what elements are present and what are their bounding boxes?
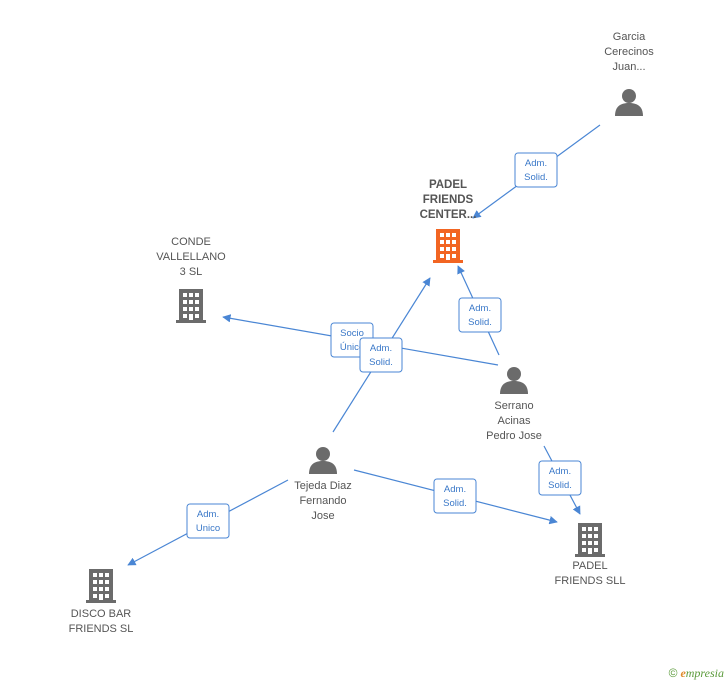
nodes-layer: PADEL FRIENDS CENTER... GarciaCerecinosJuan…: [69, 31, 655, 635]
node-label: Fernando: [299, 495, 346, 507]
relation-badge[interactable]: [514, 152, 558, 188]
relation-badge[interactable]: [433, 478, 477, 514]
node-label: FRIENDS: [423, 194, 474, 206]
edge-tejeda-to-padel-sll: Adm. Solid.: [353, 469, 558, 525]
relation-badge-text: Solid.: [548, 480, 572, 491]
node-label: Juan...: [612, 61, 645, 73]
node-label: CONDE: [171, 236, 211, 248]
node-conde[interactable]: CONDE VALLELLANO 3 SL: [156, 236, 226, 323]
relation-badge-text: Unico: [196, 523, 220, 534]
edge-serrano-to-padel-center: Adm. Solid.: [457, 265, 502, 356]
relation-badge-text: Adm.: [370, 343, 392, 354]
node-label: PADEL: [429, 179, 467, 191]
relation-badge-text: Socio: [340, 328, 364, 339]
node-label: FRIENDS SL: [69, 623, 134, 635]
node-label: PADEL: [572, 560, 607, 572]
edge-tejeda-to-disco: Adm. Unico: [127, 479, 289, 566]
node-label: Serrano: [494, 400, 533, 412]
edge-garcia-to-padel-center: Adm. Solid.: [472, 124, 601, 219]
person-icon[interactable]: [500, 367, 528, 394]
relation-badge-text: Adm.: [469, 303, 491, 314]
node-label: Cerecinos: [604, 46, 654, 58]
node-disco[interactable]: DISCO BAR FRIENDS SL: [69, 569, 134, 635]
node-label: Tejeda Diaz: [294, 480, 351, 492]
relation-badge-text: Solid.: [369, 357, 393, 368]
node-padel-center[interactable]: PADEL FRIENDS CENTER...: [420, 179, 477, 263]
relation-badge[interactable]: [538, 460, 582, 496]
building-icon[interactable]: [433, 229, 463, 263]
node-label: Acinas: [497, 415, 531, 427]
brand-initial: e: [680, 666, 686, 680]
building-icon[interactable]: [86, 569, 116, 603]
brand-name: mpresia: [685, 666, 724, 680]
node-padel-sll[interactable]: PADEL FRIENDS SLL: [555, 523, 626, 587]
relation-badge[interactable]: [458, 297, 502, 333]
relation-badge-text: Único: [340, 342, 364, 353]
relation-badge[interactable]: [186, 503, 230, 539]
person-icon[interactable]: [615, 89, 643, 116]
relation-badge-text: Solid.: [524, 172, 548, 183]
copyright-symbol: ©: [668, 666, 678, 680]
person-icon[interactable]: [309, 447, 337, 474]
building-icon[interactable]: [176, 289, 206, 323]
node-label: VALLELLANO: [156, 251, 226, 263]
node-label: 3 SL: [180, 266, 203, 278]
relation-badge[interactable]: [359, 337, 403, 373]
relation-badge-text: Solid.: [443, 498, 467, 509]
node-label: Jose: [311, 510, 334, 522]
node-label: FRIENDS SLL: [555, 575, 626, 587]
relation-badge-text: Adm.: [444, 484, 466, 495]
edge-tejeda-to-padel-center: Adm. Solid.: [332, 277, 431, 433]
node-label: CENTER...: [420, 209, 477, 221]
node-label: DISCO BAR: [71, 608, 132, 620]
relation-badge-text: Adm.: [525, 158, 547, 169]
empresia-watermark: ©empresia: [669, 666, 724, 681]
edge-serrano-to-padel-sll: Adm. Solid.: [538, 445, 582, 515]
relation-badge-text: Adm.: [549, 466, 571, 477]
node-label: Garcia: [613, 31, 646, 43]
relation-badge-text: Solid.: [468, 317, 492, 328]
relation-badge-text: Adm.: [197, 509, 219, 520]
building-icon[interactable]: [575, 523, 605, 557]
node-label: Pedro Jose: [486, 430, 542, 442]
node-garcia[interactable]: GarciaCerecinosJuan...: [604, 31, 654, 116]
